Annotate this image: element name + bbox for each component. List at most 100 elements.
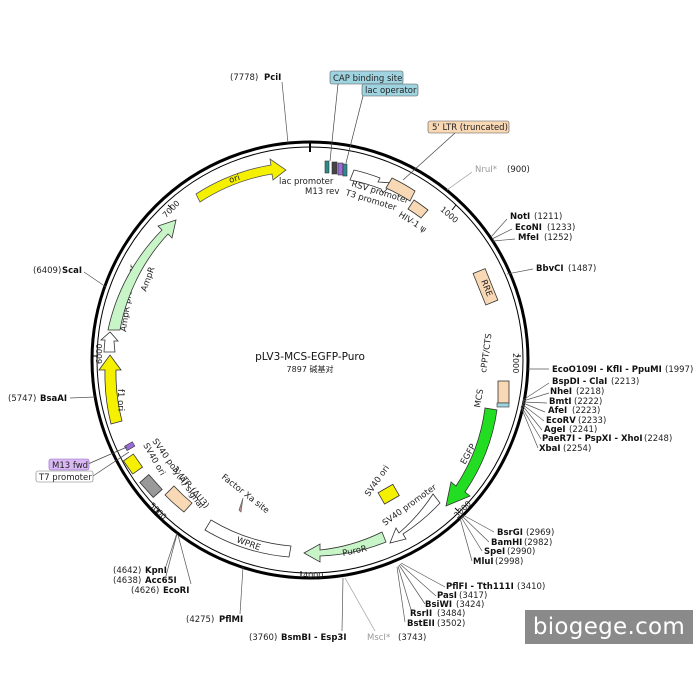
hiv1-psi-feature [407, 199, 429, 219]
xbai-pos: (2254) [563, 444, 591, 454]
rsrii-name[interactable]: RsrII [410, 609, 432, 619]
bsmbi-name[interactable]: BsmBI - Esp3I [281, 633, 347, 643]
noti-name[interactable]: NotI [510, 212, 530, 222]
lac-promoter-feature [331, 161, 338, 175]
tick-label-1000: 1000 [438, 205, 459, 225]
mfei-pos: (1252) [544, 233, 572, 243]
msci-name[interactable]: MscI* [367, 633, 390, 643]
acc65i-name[interactable]: Acc65I [145, 576, 177, 586]
mlui-name[interactable]: MluI [473, 557, 494, 567]
bmti-name[interactable]: BmtI [549, 397, 572, 407]
econi-name[interactable]: EcoNI [515, 223, 542, 233]
mlui-pos: (2998) [495, 557, 523, 567]
pflmi-name[interactable]: PflMI [219, 615, 243, 625]
kpni-leader [165, 532, 178, 567]
noti-leader [490, 218, 508, 238]
tick-label-2000: 2000 [511, 353, 520, 373]
t7-promoter-leader [92, 451, 130, 477]
watermark: biogege.com [532, 614, 686, 640]
nrui-name[interactable]: NruI* [475, 165, 497, 175]
wpre-label: WPRE [235, 535, 262, 553]
puror-arrow [303, 531, 387, 563]
bmti-pos: (2222) [574, 397, 602, 407]
m13-fwd-label: M13 fwd [52, 461, 88, 471]
ecori-leader [177, 534, 192, 585]
lac-promoter-label: lac promoter [279, 177, 334, 187]
factor-xa-feature [238, 497, 244, 513]
scai-pos: (6409) [33, 266, 61, 276]
cap-binding-label: CAP binding site [333, 74, 402, 84]
tick-1000 [451, 204, 457, 211]
xbai-name[interactable]: XbaI [539, 444, 561, 454]
mfei-leader [492, 238, 516, 242]
nrui-leader [446, 171, 473, 191]
bamhi-name[interactable]: BamHI [491, 538, 522, 548]
pflfi-pos: (3410) [517, 582, 545, 592]
t7-promoter-box [35, 470, 94, 483]
sv40-ori-left-feature [122, 453, 144, 475]
pasi-pos: (3417) [459, 591, 487, 601]
cppt-cts-label: cPPT/CTS [479, 333, 494, 374]
afei-name[interactable]: AfeI [548, 406, 567, 416]
mcs-sites-leaders [520, 382, 550, 449]
mfei-name[interactable]: MfeI [518, 233, 539, 243]
eco-name[interactable]: EcoO109I - KflI - PpuMI [552, 365, 662, 375]
bsaai-name[interactable]: BsaAI [40, 394, 67, 404]
factor-xa-label: Factor Xa site [219, 472, 271, 515]
kpni-name[interactable]: KpnI [145, 566, 167, 576]
bsaai-pos: (5747) [8, 394, 36, 404]
nhei-name[interactable]: NheI [550, 387, 572, 397]
spei-pos: (2990) [507, 547, 535, 557]
ltr-3-feature [164, 485, 193, 513]
mcs-feature [496, 402, 510, 408]
tick-5000 [155, 508, 161, 514]
agei-name[interactable]: AgeI [544, 425, 566, 435]
afei-pos: (2223) [572, 406, 600, 416]
bspdi-name[interactable]: BspDI - ClaI [552, 377, 607, 387]
sv40-polya-feature [139, 473, 163, 499]
scai-leader [83, 271, 107, 288]
tick-3000 [454, 507, 459, 512]
ori-top-label: ori [228, 173, 242, 186]
bsmbi-leader [341, 577, 344, 632]
ecorv-name[interactable]: EcoRV [546, 416, 576, 426]
pcii-name[interactable]: PciI [264, 73, 281, 83]
bspdi-pos: (2213) [611, 377, 639, 387]
sv40-ori-inner-feature [377, 483, 400, 505]
scai-name[interactable]: ScaI [62, 266, 82, 276]
nhei-pos: (2218) [576, 387, 604, 397]
lac-operator-label: lac operator [365, 86, 417, 96]
ampr-label: AmpR [139, 266, 157, 293]
acc65i-leader [165, 533, 178, 577]
pflmi-leader [239, 566, 244, 615]
ecori-pos: (4626) [131, 586, 159, 596]
spei-name[interactable]: SpeI [484, 547, 505, 557]
ltr-5-feature [385, 177, 416, 202]
bsrgi-name[interactable]: BsrGI [497, 528, 523, 538]
pcii-pos: (7778) [230, 73, 258, 83]
bsteii-name[interactable]: BstEII [407, 619, 435, 629]
msci-leader [344, 577, 376, 632]
bbvci-name[interactable]: BbvCI [536, 264, 564, 274]
mcs-label: MCS [473, 388, 486, 408]
ltr-5-label: 5' LTR (truncated) [432, 123, 508, 133]
paer7i-name[interactable]: PaeR7I - PspXI - XhoI [542, 434, 643, 444]
t7-promoter-label: T7 promoter [38, 473, 92, 483]
bamhi-pos: (2982) [524, 538, 552, 548]
bsiwi-name[interactable]: BsiWI [425, 600, 452, 610]
ori-top-arrow [195, 158, 287, 203]
pflfi-name[interactable]: PflFI - Tth111I [446, 582, 514, 592]
tick-label-5000: 5000 [148, 501, 169, 522]
rre-feature [472, 268, 499, 306]
agei-pos: (2241) [569, 425, 597, 435]
tick-label-4000: 4000 [303, 571, 323, 580]
eco-pos: (1997) [665, 365, 693, 375]
m13-fwd-leader [87, 446, 128, 465]
ecori-name[interactable]: EcoRI [163, 586, 189, 596]
sv40-promoter-arrow [389, 493, 441, 544]
pasi-name[interactable]: PasI [437, 591, 457, 601]
ltr-5-leader [402, 132, 456, 181]
ampr-promoter-arrow [99, 331, 119, 353]
econi-leader [491, 228, 513, 240]
